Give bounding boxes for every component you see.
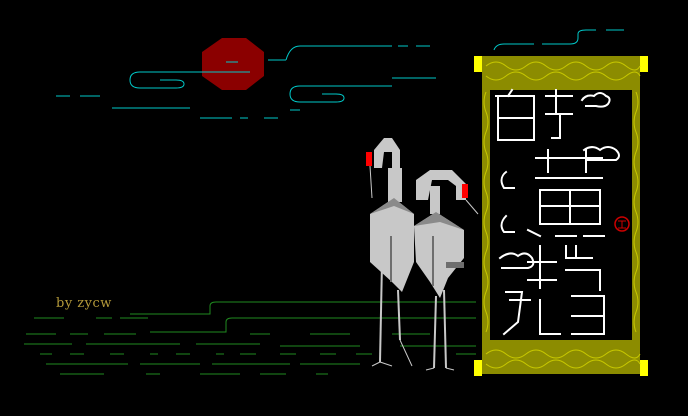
author-credit: by zycw	[56, 296, 112, 311]
calligraphy	[495, 88, 620, 336]
seal-icon	[614, 216, 630, 232]
cloud-lines	[56, 29, 624, 119]
sun-icon	[202, 38, 264, 90]
crane-icon-left	[366, 138, 414, 367]
crane-icon-right	[414, 170, 479, 371]
water-lines	[24, 301, 476, 375]
scroll-icon	[474, 56, 648, 376]
